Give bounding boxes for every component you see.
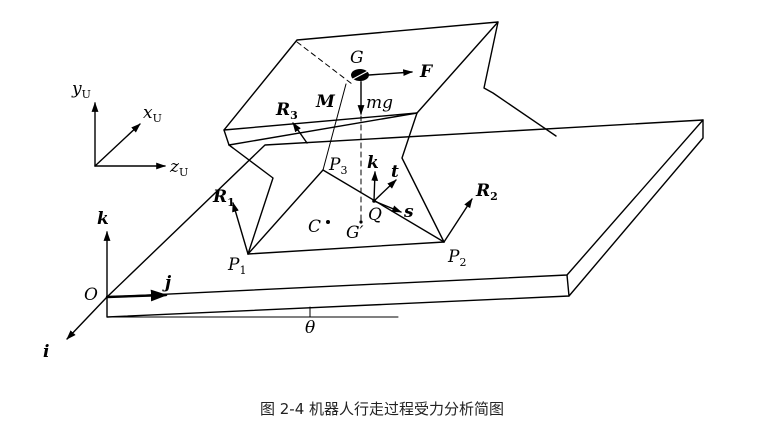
label-R1: R1 <box>212 187 235 209</box>
reaction-R1-arrow <box>232 202 249 255</box>
label-zU: zU <box>169 157 188 179</box>
inclined-plane <box>106 119 704 318</box>
local-frame-Q <box>371 171 402 213</box>
reaction-R2-arrow <box>443 198 473 243</box>
label-t: t <box>391 162 399 182</box>
gravity-center <box>351 69 369 81</box>
dashed-lines <box>296 41 362 223</box>
label-k-local: k <box>367 153 379 173</box>
label-M: M <box>315 92 336 112</box>
force-F-arrow <box>368 69 413 77</box>
robot-body <box>223 21 557 255</box>
label-yU: yU <box>71 79 91 101</box>
label-theta: θ <box>305 318 315 338</box>
label-C: C <box>308 217 321 237</box>
centroid-dot <box>326 220 330 224</box>
base-reference-line <box>106 306 399 318</box>
label-j: j <box>162 273 172 293</box>
label-G: G <box>350 48 364 68</box>
label-xU: xU <box>143 103 162 125</box>
support-triangle <box>247 83 445 255</box>
label-G-prime: G′ <box>346 223 364 243</box>
label-O: O <box>84 285 98 305</box>
label-mg: mg <box>366 93 393 113</box>
label-i: i <box>43 342 49 362</box>
label-R2: R2 <box>475 181 498 203</box>
figure-caption: 图 2-4 机器人行走过程受力分析简图 <box>259 400 505 418</box>
label-F: F <box>419 62 434 82</box>
g-prime-dot <box>359 220 363 224</box>
label-R3: R3 <box>275 100 298 122</box>
label-P3: P3 <box>328 155 347 177</box>
label-P2: P2 <box>447 247 466 269</box>
label-Q: Q <box>368 205 382 225</box>
reaction-R3-arrow <box>292 122 308 144</box>
global-frame-O <box>66 231 168 340</box>
label-P1: P1 <box>227 255 246 277</box>
label-k: k <box>97 209 109 229</box>
label-s: s <box>403 202 414 222</box>
reference-frame-U <box>91 102 166 170</box>
